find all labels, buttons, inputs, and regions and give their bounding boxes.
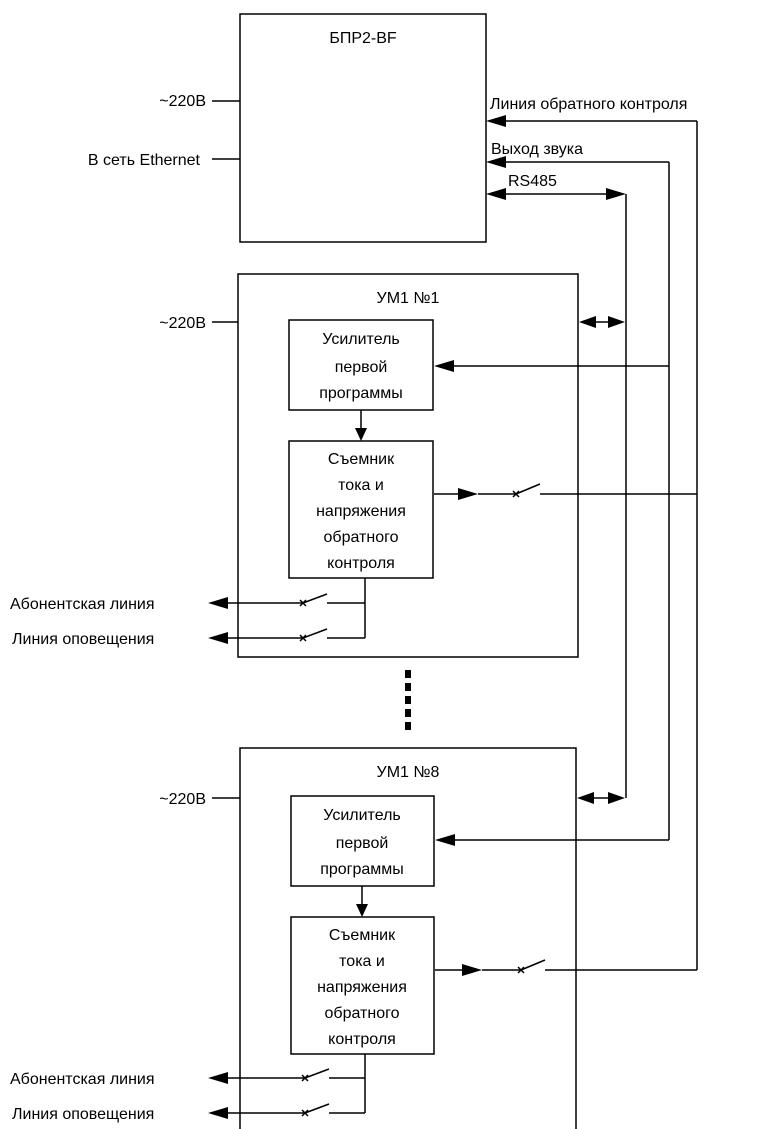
um8-sensor-line-2: тока и (339, 953, 385, 970)
feedback-line-label: Линия обратного контроля (490, 96, 687, 113)
um8-amplifier-line-1: Усилитель (323, 807, 401, 824)
um1-amplifier-line-3: программы (319, 385, 403, 402)
um1-sensor-line-3: напряжения (316, 503, 406, 520)
um1-amplifier-box (288, 319, 434, 411)
um8-feedback-out-arrow-icon (462, 964, 482, 976)
um8-alert-switch-mark-b (301, 1109, 309, 1117)
um8-sensor-box (290, 916, 435, 1055)
um8-feedback-switch-mark-b (517, 966, 525, 974)
dot-2 (405, 683, 411, 691)
um8-amplifier-line-3: программы (320, 861, 404, 878)
rs485-label: RS485 (508, 173, 557, 190)
sound-out-label: Выход звука (491, 141, 583, 158)
dot-5 (405, 722, 411, 730)
um8-block: УМ1 №8 ~220В Усилитель первой программы … (10, 747, 698, 1129)
um1-title: УМ1 №1 (377, 290, 440, 307)
um8-sensor-line-1: Съемник (329, 927, 396, 944)
um1-power-label: ~220В (159, 315, 206, 332)
um1-subscriber-switch-icon (302, 593, 328, 604)
bpr-power-label: ~220В (159, 93, 206, 110)
um1-alert-label: Линия оповещения (12, 631, 154, 648)
um8-sensor-line-3: напряжения (317, 979, 407, 996)
um1-amplifier-line-2: первой (335, 359, 388, 376)
sound-out-arrow-icon (486, 156, 506, 168)
dot-3 (405, 696, 411, 704)
dot-1 (405, 670, 411, 678)
bpr-ethernet-label: В сеть Ethernet (88, 152, 201, 169)
um8-sound-input-arrow-icon (435, 834, 455, 846)
um1-alert-switch-icon (302, 628, 328, 639)
dot-4 (405, 709, 411, 717)
rs485-arrow-right-icon (606, 188, 626, 200)
um1-amplifier-line-1: Усилитель (322, 331, 400, 348)
um1-alert-switch-mark-b (299, 634, 307, 642)
um1-sound-input-arrow-icon (434, 360, 454, 372)
um8-alert-label: Линия оповещения (12, 1106, 154, 1123)
um1-block: УМ1 №1 ~220В Усилитель первой программы … (10, 273, 697, 658)
um1-rs485-arrow-left-icon (579, 316, 596, 328)
um1-subscriber-switch-mark-b (299, 599, 307, 607)
um8-feedback-switch-icon (520, 959, 546, 971)
bpr-box (239, 13, 487, 243)
um8-alert-switch-icon (304, 1103, 330, 1114)
um8-subscriber-switch-mark-b (301, 1074, 309, 1082)
um8-sensor-line-5: контроля (328, 1031, 396, 1048)
um1-feedback-switch-mark-b (512, 490, 520, 498)
um1-amp-to-sensor-arrow-icon (355, 428, 367, 441)
um1-subscriber-arrow-icon (208, 597, 228, 609)
um8-power-label: ~220В (159, 791, 206, 808)
um1-sensor-line-4: обратного (324, 529, 399, 546)
feedback-arrow-icon (486, 115, 506, 127)
um8-subscriber-arrow-icon (208, 1072, 228, 1084)
bpr-title: БПР2-BF (329, 30, 397, 47)
um1-feedback-switch-icon (515, 483, 541, 495)
rs485-arrow-left-icon (486, 188, 506, 200)
um8-subscriber-label: Абонентская линия (10, 1071, 155, 1088)
um1-subscriber-label: Абонентская линия (10, 596, 155, 613)
um8-rs485-arrow-right-icon (608, 792, 625, 804)
um1-rs485-arrow-right-icon (608, 316, 625, 328)
um8-amp-to-sensor-arrow-icon (356, 904, 368, 917)
um1-feedback-out-arrow-icon (458, 488, 478, 500)
um1-sensor-line-1: Съемник (328, 451, 395, 468)
um1-sensor-line-2: тока и (338, 477, 384, 494)
bpr-block: БПР2-BF ~220В В сеть Ethernet Линия обра… (88, 13, 697, 243)
um8-sensor-line-4: обратного (325, 1005, 400, 1022)
um1-sensor-box (288, 440, 434, 579)
um8-amplifier-box (290, 795, 435, 887)
um1-sensor-line-5: контроля (327, 555, 395, 572)
ellipsis-dots (405, 670, 411, 730)
um8-rs485-arrow-left-icon (577, 792, 594, 804)
um8-title: УМ1 №8 (377, 764, 440, 781)
um8-amplifier-line-2: первой (336, 835, 389, 852)
um8-subscriber-switch-icon (304, 1068, 330, 1079)
um1-alert-arrow-icon (208, 632, 228, 644)
um8-alert-arrow-icon (208, 1107, 228, 1119)
